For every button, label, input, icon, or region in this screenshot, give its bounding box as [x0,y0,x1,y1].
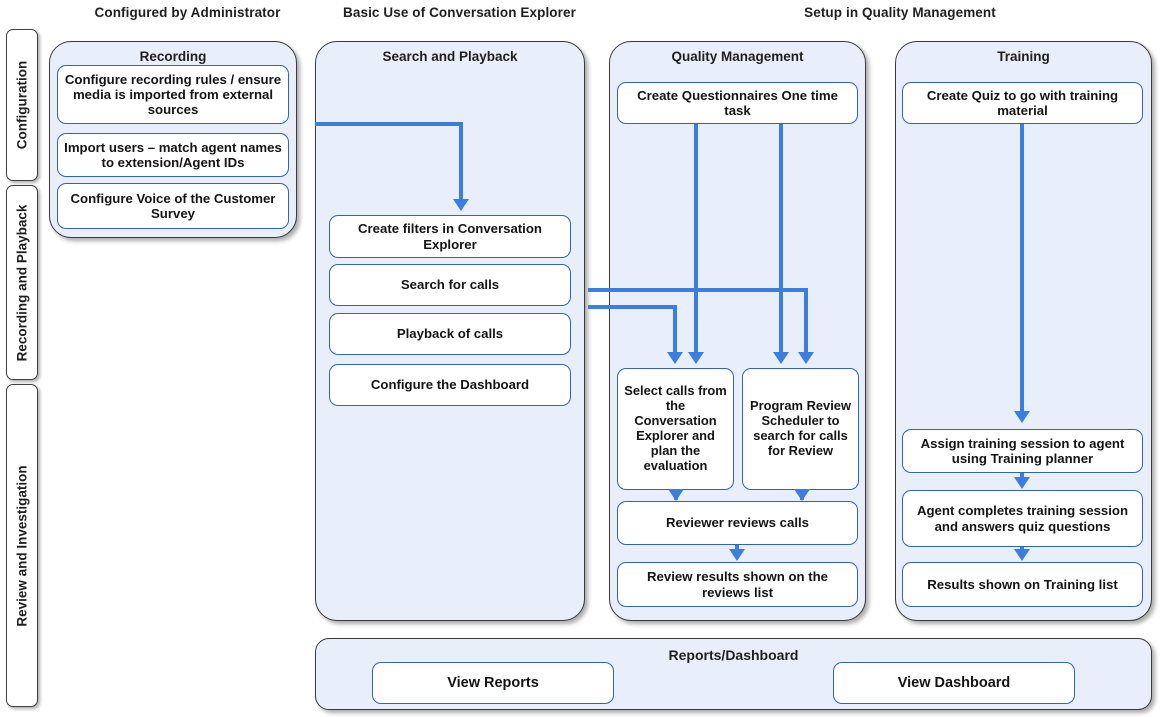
connector-recording-to-create-filters-vertical [459,122,463,200]
node-configure-the-dashboard[interactable]: Configure the Dashboard [329,364,571,406]
node-reviewer-reviews-calls[interactable]: Reviewer reviews calls [617,501,858,545]
arrowhead-program-review-to-reviewer [794,489,810,501]
connector-recording-to-create-filters-horizontal [315,122,463,126]
node-playback-of-calls[interactable]: Playback of calls [329,313,571,355]
lane-configuration-label: Configuration [14,60,30,150]
arrowhead-agent-completes-to-results [1014,549,1030,561]
lane-configuration: Configuration [6,29,38,181]
node-select-calls[interactable]: Select calls from the Conversation Explo… [617,368,734,490]
connector-search-to-program-review-horizontal [588,288,807,292]
arrowhead-select-calls-to-reviewer [668,489,684,501]
node-agent-completes-training[interactable]: Agent completes training session and ans… [902,490,1143,547]
lane-review-and-investigation-label: Review and Investigation [14,464,30,627]
node-create-filters[interactable]: Create filters in Conversation Explorer [329,215,571,258]
arrowhead-questionnaires-to-program-review [773,352,789,364]
arrowhead-assign-training-to-agent-completes [1014,477,1030,489]
connector-playback-to-select-calls-horizontal [588,305,676,309]
column-title-setup-in-quality-management: Setup in Quality Management [804,5,996,20]
connector-search-to-program-review-vertical [804,288,808,356]
node-create-quiz[interactable]: Create Quiz to go with training material [902,82,1143,124]
node-assign-training-session[interactable]: Assign training session to agent using T… [902,429,1143,473]
node-configure-recording-rules[interactable]: Configure recording rules / ensure media… [57,65,289,124]
arrowhead-reviewer-to-review-results [729,549,745,561]
node-results-on-training-list[interactable]: Results shown on Training list [902,562,1143,607]
arrowhead-search-to-program-review [798,352,814,364]
lane-recording-and-playback-label: Recording and Playback [14,204,30,361]
arrowhead-playback-to-select-calls [667,352,683,364]
connector-questionnaires-to-select-calls [694,124,698,356]
node-configure-voc-survey[interactable]: Configure Voice of the Customer Survey [57,183,289,229]
arrowhead-to-create-filters [453,199,469,211]
node-view-dashboard[interactable]: View Dashboard [833,662,1075,704]
arrowhead-create-quiz-to-assign-training [1014,411,1030,423]
node-create-questionnaires[interactable]: Create Questionnaires One time task [617,82,858,124]
arrowhead-questionnaires-to-select-calls [688,352,704,364]
connector-create-quiz-to-assign-training [1020,124,1024,414]
lane-recording-and-playback: Recording and Playback [6,185,38,380]
node-program-review-scheduler[interactable]: Program Review Scheduler to search for c… [742,368,859,490]
group-quality-management-title: Quality Management [671,49,804,64]
connector-questionnaires-to-program-review [779,124,783,356]
lane-review-and-investigation: Review and Investigation [6,384,38,707]
node-review-results[interactable]: Review results shown on the reviews list [617,562,858,607]
group-search-and-playback-title: Search and Playback [382,49,518,64]
group-recording-title: Recording [139,49,207,64]
column-title-basic-use-of-conversation-explorer: Basic Use of Conversation Explorer [343,5,576,20]
connector-playback-to-select-calls-vertical [673,305,677,356]
node-import-users[interactable]: Import users – match agent names to exte… [57,133,289,177]
group-training-title: Training [997,49,1050,64]
group-reports-dashboard-title: Reports/Dashboard [668,647,799,663]
column-title-configured-by-administrator: Configured by Administrator [94,5,281,20]
node-view-reports[interactable]: View Reports [372,662,614,704]
node-search-for-calls[interactable]: Search for calls [329,264,571,306]
